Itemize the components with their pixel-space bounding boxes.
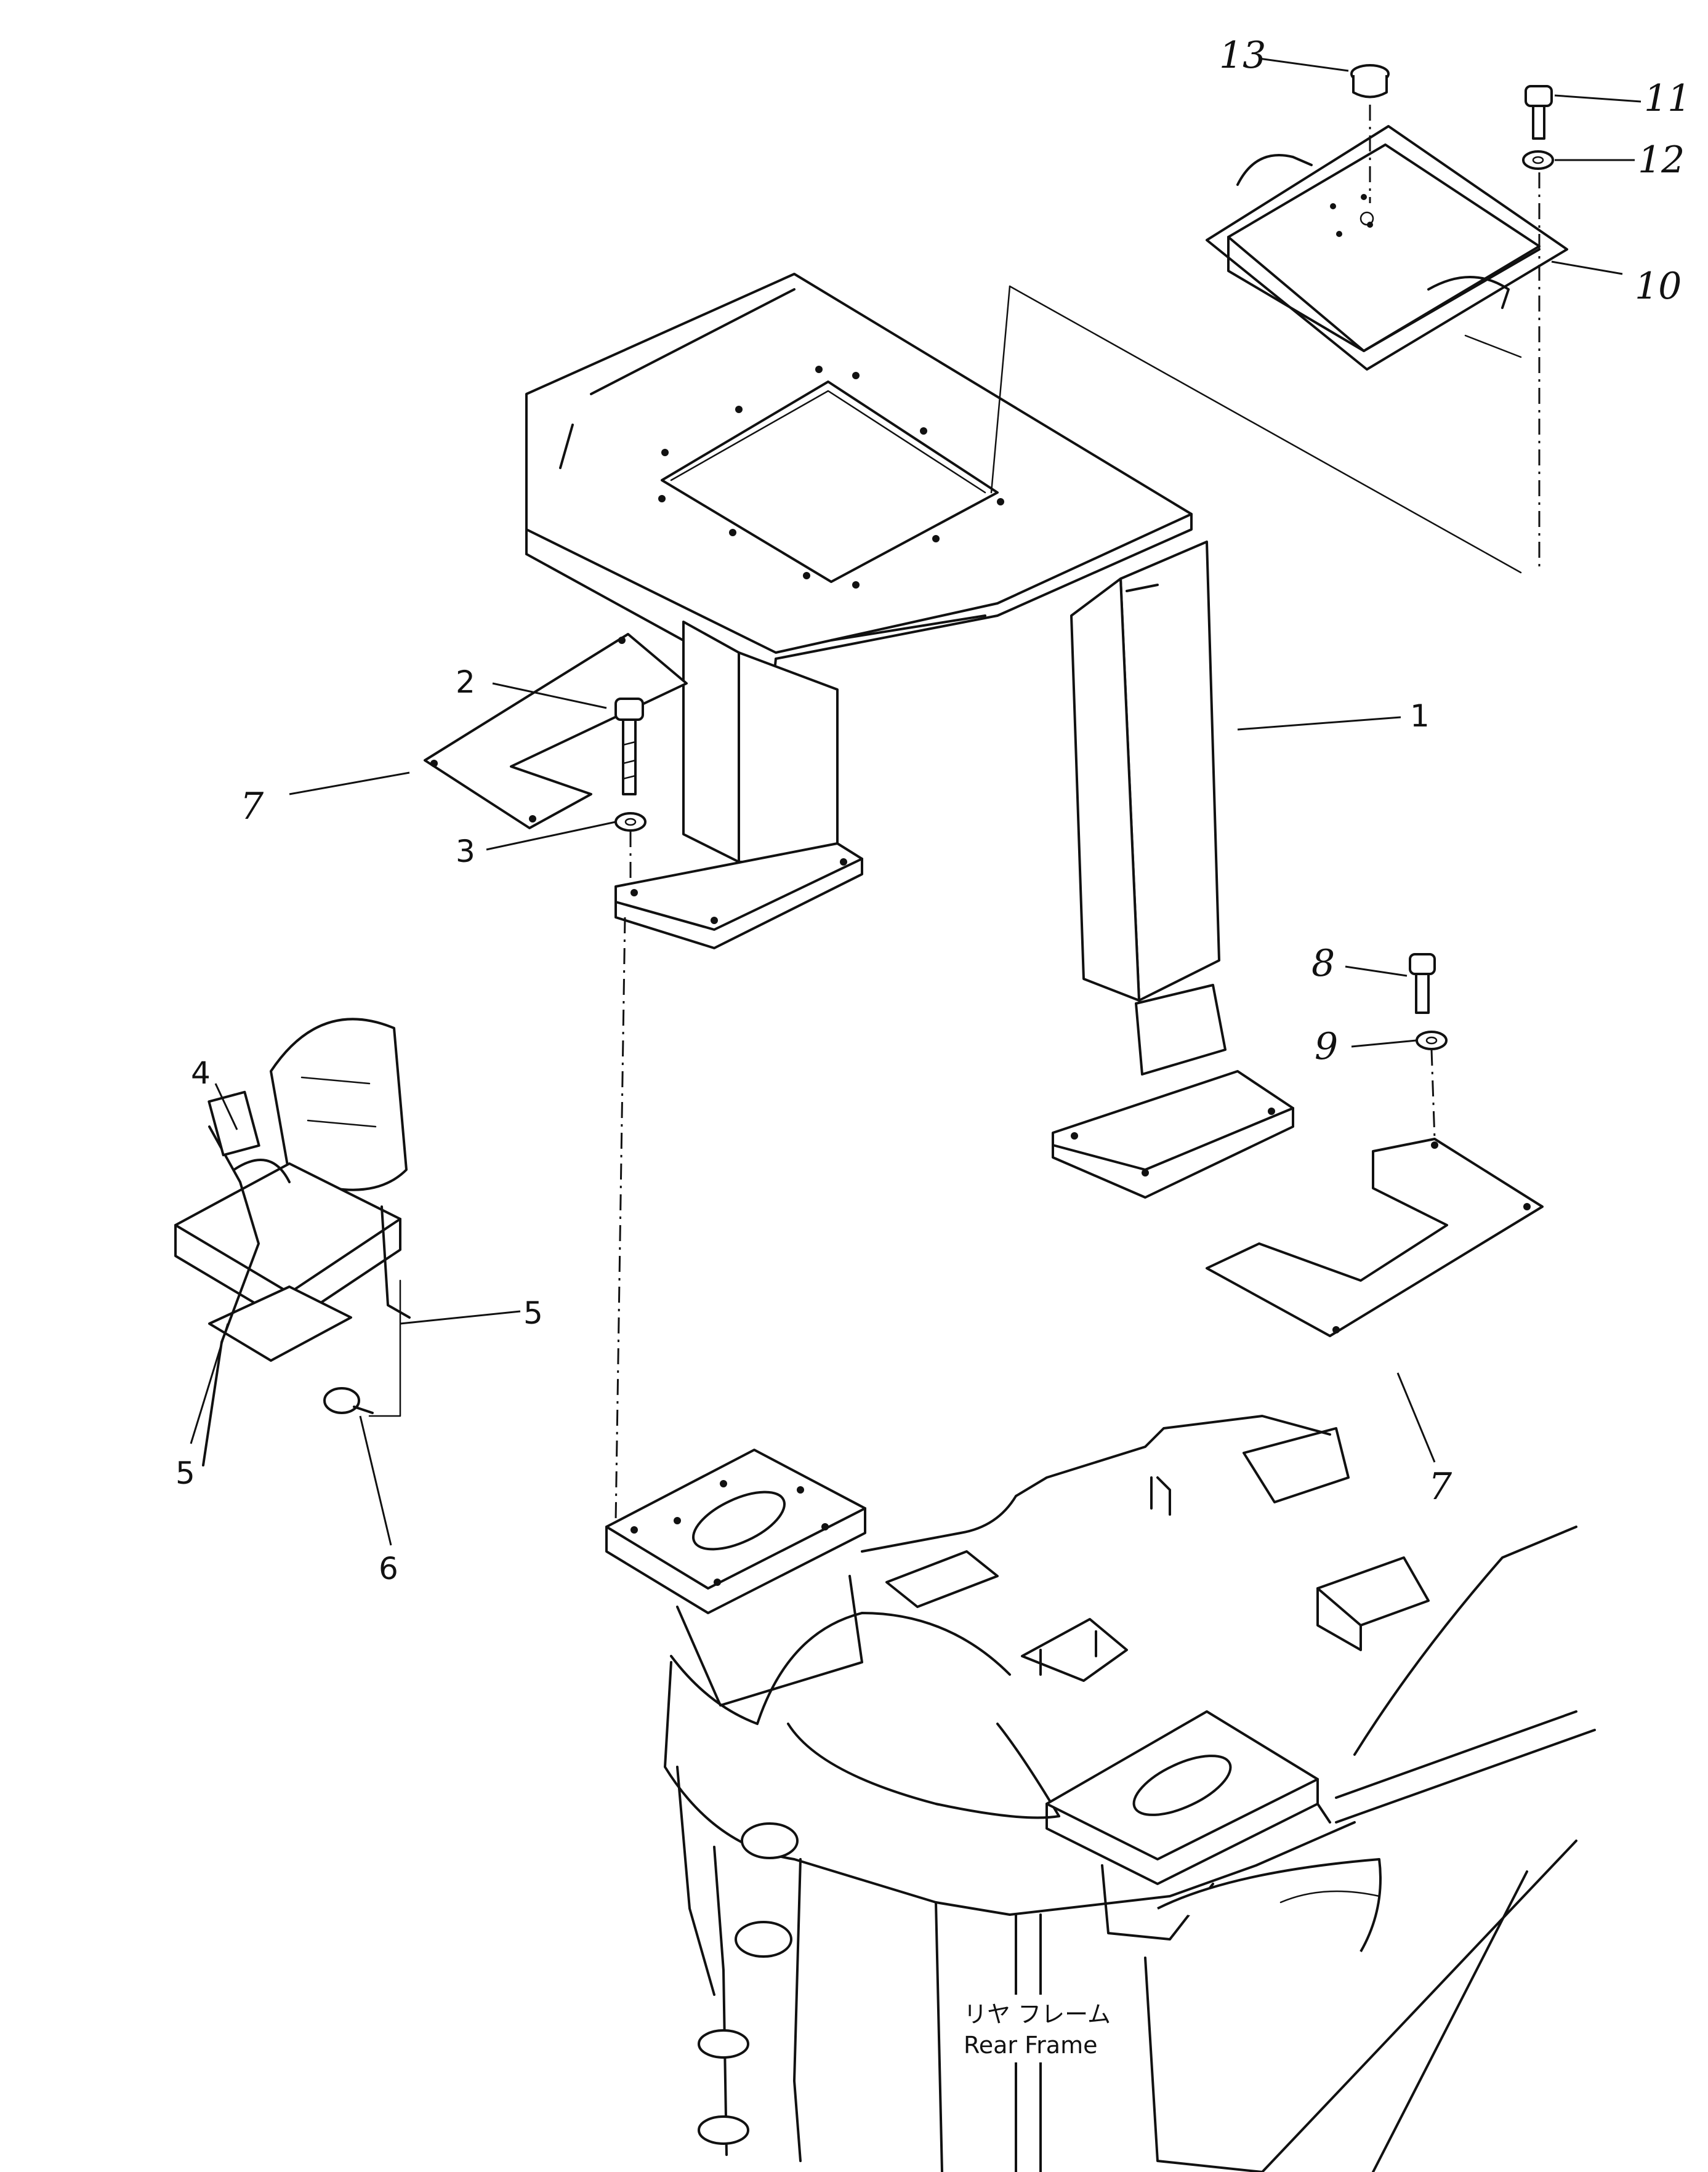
- callout-3: 3: [456, 834, 475, 869]
- bolt-11: [1525, 85, 1553, 140]
- callout-7-right: 7: [1428, 1465, 1452, 1508]
- bolt-2: [614, 698, 644, 795]
- callout-4: 4: [191, 1055, 211, 1091]
- callout-10: 10: [1635, 265, 1682, 308]
- callout-8: 8: [1311, 942, 1335, 985]
- callout-5-left: 5: [175, 1455, 195, 1491]
- callout-11: 11: [1644, 77, 1691, 120]
- seat-adjust-knob: [323, 1387, 374, 1414]
- washer-9: [1416, 1031, 1448, 1050]
- washer-3: [614, 812, 647, 832]
- rear-frame-label: リヤ フレーム Rear Frame: [957, 1995, 1130, 2062]
- roof-bolt-holes: [658, 366, 1004, 589]
- washer-12: [1522, 150, 1554, 170]
- callout-1: 1: [1410, 698, 1430, 734]
- rops-canopy-frame: [525, 273, 1294, 1199]
- bolt-8: [1409, 953, 1436, 1014]
- rear-frame: [605, 1415, 1596, 2172]
- callout-6: 6: [379, 1551, 398, 1587]
- callout-2: 2: [456, 664, 475, 700]
- floor-mat-right: [1206, 1138, 1544, 1337]
- callout-5-right: 5: [523, 1295, 543, 1331]
- assembly-lines: [614, 105, 1541, 1521]
- callout-labels: 1 2 3 4 5 5 6 7 7 8 9 10 11 12 13: [175, 34, 1691, 1587]
- rear-frame-label-japanese: リヤ フレーム: [964, 2001, 1111, 2028]
- callout-7-left: 7: [240, 785, 264, 828]
- callout-13: 13: [1219, 34, 1266, 77]
- operator-seat: [174, 1018, 411, 1466]
- cap-13: [1350, 64, 1390, 99]
- floor-mat-left: [424, 633, 688, 829]
- callout-12: 12: [1638, 139, 1685, 182]
- rear-frame-label-english: Rear Frame: [964, 2032, 1097, 2059]
- seat-mount-plate: [1206, 125, 1568, 371]
- callout-9: 9: [1315, 1025, 1338, 1068]
- callout-leaders: [190, 57, 1642, 1546]
